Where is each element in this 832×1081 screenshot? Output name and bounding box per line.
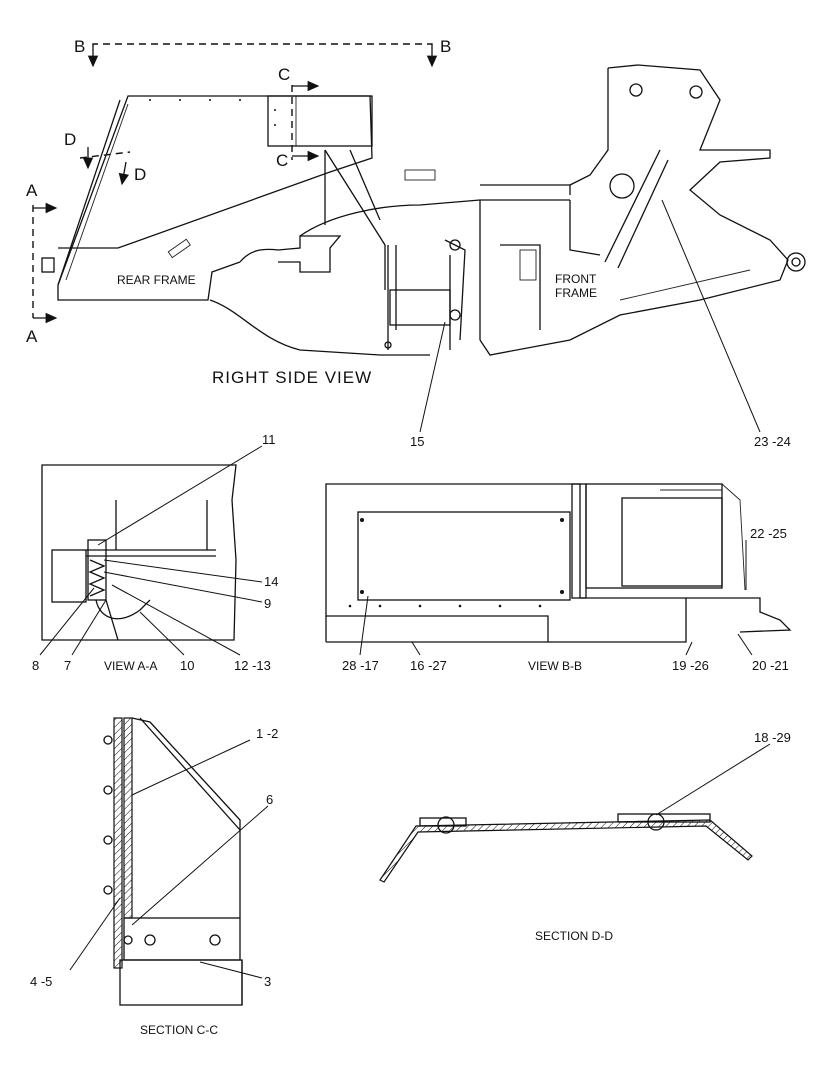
callout-1-2: 1 -2 (256, 726, 278, 741)
callout-11: 11 (262, 432, 276, 447)
section-marker-d-right: D (134, 165, 147, 184)
right-side-view-title: RIGHT SIDE VIEW (212, 368, 372, 387)
fastener-rows (348, 518, 564, 608)
callout-28-17: 28 -17 (342, 658, 379, 673)
callout-3: 3 (264, 974, 271, 989)
callout-18-29: 18 -29 (754, 730, 791, 745)
callout-6: 6 (266, 792, 273, 807)
section-d-d: 18 -29 SECTION D-D (379, 730, 791, 943)
center-hitch (209, 169, 571, 356)
callout-9: 9 (264, 596, 271, 611)
callout-20-21: 20 -21 (752, 658, 789, 673)
section-marker-a-top: A (26, 181, 38, 200)
rear-frame: REAR FRAME (41, 95, 386, 301)
callout-19-26: 19 -26 (672, 658, 709, 673)
section-c-c: 1 -2 6 4 -5 3 SECTION C-C (30, 717, 278, 1037)
callout-22-25: 22 -25 (750, 526, 787, 541)
rivet-row (149, 99, 276, 126)
callout-16-27: 16 -27 (410, 658, 447, 673)
spring-coil (88, 559, 106, 597)
callout-4-5: 4 -5 (30, 974, 52, 989)
rear-frame-label: REAR FRAME (117, 273, 196, 287)
callout-10: 10 (180, 658, 194, 673)
view-a-a-title: VIEW A-A (104, 659, 157, 673)
view-b-b: 22 -25 28 -17 16 -27 VIEW B-B 19 -26 20 … (325, 483, 792, 673)
section-c-c-title: SECTION C-C (140, 1023, 218, 1037)
callout-7: 7 (64, 658, 71, 673)
section-line-b: B B (74, 37, 452, 68)
section-line-c: C C (276, 65, 320, 170)
section-marker-c-bottom: C (276, 151, 289, 170)
section-marker-d-left: D (64, 130, 77, 149)
callout-14: 14 (264, 574, 278, 589)
section-marker-a-bottom: A (26, 327, 38, 346)
section-marker-c-top: C (278, 65, 291, 84)
front-frame-label-line1: FRONT (555, 272, 597, 286)
section-line-a: A A (26, 181, 58, 346)
callout-8: 8 (32, 658, 39, 673)
callout-23-24: 23 -24 (754, 434, 791, 449)
callout-15: 15 (410, 434, 424, 449)
section-marker-b-left: B (74, 37, 86, 56)
section-line-d: D D (64, 130, 147, 186)
front-frame-label-line2: FRAME (555, 286, 597, 300)
front-frame: FRONT FRAME (479, 64, 806, 356)
view-a-a: 11 14 9 8 7 10 12 -13 VIEW A-A (32, 432, 278, 673)
bolt-heads (103, 735, 133, 945)
view-b-b-title: VIEW B-B (528, 659, 582, 673)
callout-12-13: 12 -13 (234, 658, 271, 673)
right-side-view: B B C C D D A A (26, 37, 806, 449)
section-marker-b-right: B (440, 37, 452, 56)
section-d-d-title: SECTION D-D (535, 929, 613, 943)
